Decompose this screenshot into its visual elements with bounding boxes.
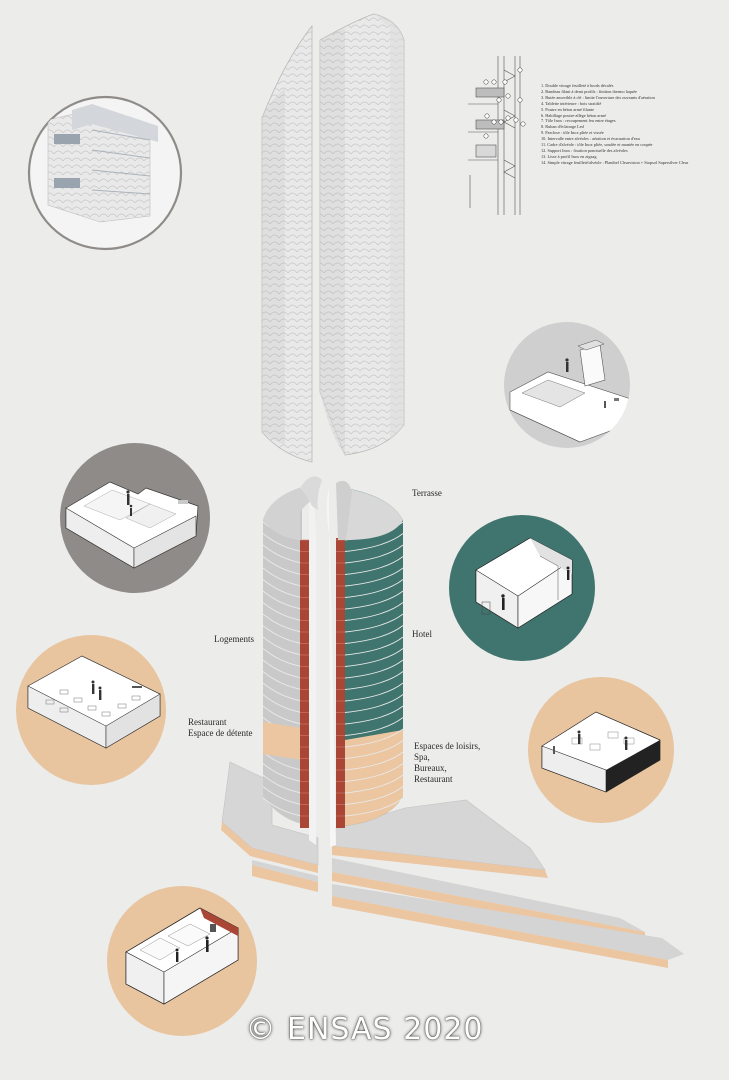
- floor-slab-line: [262, 671, 303, 690]
- circle-spa-offices: [528, 677, 674, 823]
- floor-slab-line: [344, 717, 404, 736]
- floor-slab-line: [344, 694, 404, 713]
- legend-item: 1. Double vitrage feuilleté à bords déca…: [541, 83, 614, 88]
- podium-base: [221, 761, 684, 968]
- floor-slab-line: [344, 625, 404, 644]
- circle-detente-space: [107, 886, 257, 1036]
- floor-slab-line: [344, 751, 404, 771]
- floor-slab-line: [344, 786, 404, 805]
- floor-slab-line: [262, 763, 303, 782]
- facade-skin-shell: [261, 13, 405, 463]
- floor-slab-line: [344, 533, 404, 552]
- floor-slab-line: [262, 786, 303, 805]
- floor-slab-line: [262, 682, 303, 702]
- floor-slab-line: [344, 602, 404, 621]
- floor-slab-line: [344, 567, 404, 587]
- legend-item: 12. Support Inox : fixation ponctuelle d…: [541, 147, 628, 153]
- floor-slab-line: [262, 774, 303, 794]
- legend-item: 2. Bandeau filant à demi profils : finit…: [541, 88, 637, 94]
- circle-logement-apartment: [60, 443, 210, 593]
- floor-slab-line: [344, 763, 404, 782]
- floor-slab-line: [344, 797, 404, 817]
- legend-item: 8. Ruban d'éclairage Led: [541, 124, 584, 130]
- floor-slab-line: [262, 579, 303, 598]
- label-terrasse: Terrasse: [412, 488, 442, 498]
- floor-slab-line: [344, 671, 404, 690]
- floor-slab-line: [262, 648, 303, 667]
- legend-item: 13. Lisse à profil Inox en zigzag: [541, 153, 597, 159]
- label-espaces-loisirs: Espaces de loisirs,: [414, 741, 481, 751]
- floor-slab-line: [344, 544, 404, 564]
- floor-slab-line: [344, 682, 404, 702]
- legend-item: 9. Parclose : tôle Inox pliée et vissée: [541, 130, 604, 136]
- label-bureaux: Bureaux,: [414, 763, 447, 773]
- floor-slab-line: [344, 659, 404, 679]
- floor-slab-line: [262, 659, 303, 679]
- floor-slab-line: [262, 797, 303, 817]
- facade-section-callouts: [483, 67, 526, 139]
- legend-item: 5. Poutre en béton armé filante: [541, 106, 594, 112]
- facade-section-detail: [468, 56, 521, 215]
- floor-slab-line: [262, 567, 303, 587]
- label-hotel: Hotel: [412, 629, 432, 639]
- circle-restaurant: [16, 635, 166, 785]
- legend-item: 3. Butée amovible à clé : limite l'ouver…: [541, 94, 655, 100]
- floor-slab-line: [344, 774, 404, 794]
- floor-slab-line: [262, 556, 303, 575]
- floor-slab-line: [262, 636, 303, 656]
- label-restaurant: Restaurant: [188, 717, 227, 727]
- legend-item: 6. Habillage poutre-allège béton armé: [541, 112, 607, 118]
- circle-hotel-room: [449, 515, 595, 661]
- floor-slab-line: [344, 556, 404, 575]
- floor-slab-line: [262, 625, 303, 644]
- legend-item: 7. Tôle Inox : recoupement feu entre éta…: [541, 118, 616, 124]
- label-spa: Spa,: [414, 752, 430, 762]
- floor-slab-line: [262, 694, 303, 713]
- floor-slab-line: [344, 579, 404, 598]
- floor-slab-line: [262, 590, 303, 610]
- label-espace-detente: Espace de détente: [188, 728, 253, 738]
- floor-slab-line: [262, 613, 303, 633]
- floor-slab-line: [344, 648, 404, 667]
- floor-slab-line: [344, 590, 404, 610]
- facade-detail-legend: 1. Double vitrage feuilleté à bords déca…: [541, 83, 726, 166]
- floor-slab-line: [262, 544, 303, 564]
- legend-item: 11. Cadre d'alvéole : tôle Inox pliée, s…: [541, 142, 653, 148]
- label-logements: Logements: [214, 634, 254, 644]
- floor-slab-line: [262, 705, 303, 725]
- floor-slab-line: [344, 728, 404, 748]
- floor-slab-line: [344, 705, 404, 725]
- floor-slab-line: [344, 636, 404, 656]
- circle-terrasse-rooftop: [504, 322, 630, 448]
- floor-slab-line: [344, 613, 404, 633]
- floor-slab-line: [262, 533, 303, 552]
- legend-item: 4. Tablette intérieure : bois stratifié: [541, 100, 602, 106]
- legend-item: 14. Simple vitrage feuilleté/alvéole : P…: [541, 159, 689, 165]
- circle-facade-closeup: [27, 95, 183, 251]
- copyright-watermark: © ENSAS 2020: [245, 1012, 484, 1047]
- label-restaurant-amenity: Restaurant: [414, 774, 453, 784]
- floor-slab-line: [344, 740, 404, 759]
- tower-body: [262, 476, 404, 847]
- legend-item: 10. Intervalle entre alvéoles : aération…: [541, 136, 640, 142]
- floor-slab-line: [262, 602, 303, 621]
